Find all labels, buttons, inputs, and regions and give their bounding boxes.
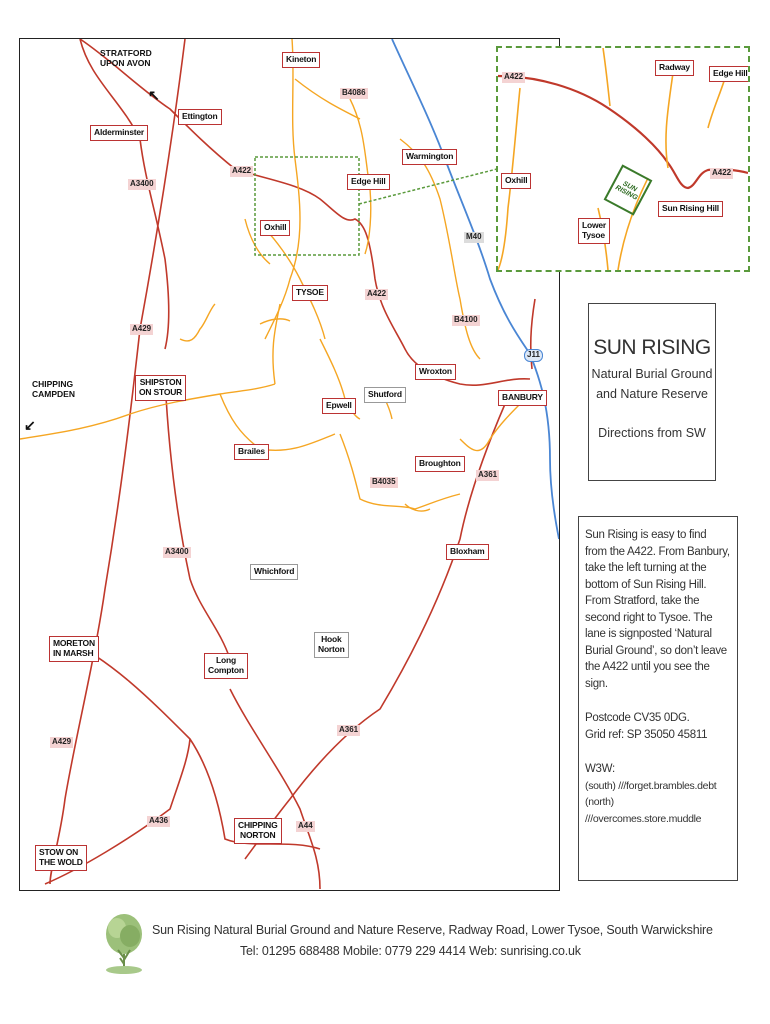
- road-b4100: B4100: [452, 315, 480, 326]
- title: SUN RISING: [593, 336, 711, 359]
- road-a44: A44: [296, 821, 315, 832]
- title-panel: SUN RISING Natural Burial Ground and Nat…: [588, 303, 716, 481]
- w3w-south: (south) ///forget.brambles.debt: [585, 779, 717, 792]
- town-oxhill: Oxhill: [260, 220, 291, 236]
- route-map: STRATFORD UPON AVON ↖ Kineton Ettington …: [19, 38, 560, 891]
- sun-rising-marker-label: SUN RISING: [614, 180, 639, 202]
- footer-contact: Tel: 01295 688488 Mobile: 0779 229 4414 …: [240, 944, 581, 958]
- town-edge-hill: Edge Hill: [347, 174, 390, 190]
- arrow-icon-campden: ↙: [24, 417, 36, 433]
- town-wroxton: Wroxton: [415, 364, 456, 380]
- road-a422-west: A422: [230, 166, 254, 177]
- road-network: [20, 39, 559, 890]
- inset-sun-rising-hill: Sun Rising Hill: [658, 201, 723, 217]
- inset-town-lower-tysoe: Lower Tysoe: [578, 218, 611, 244]
- road-a436: A436: [147, 816, 171, 827]
- inset-town-edge-hill: Edge Hill: [709, 66, 748, 82]
- w3w-label: W3W:: [585, 763, 615, 775]
- road-a3400-north: A3400: [128, 179, 156, 190]
- town-chipping-norton: CHIPPING NORTON: [234, 818, 282, 844]
- arrow-icon-stratford: ↖: [148, 87, 160, 103]
- road-a429-north: A429: [130, 324, 154, 335]
- inset-zoom-map: A422 Radway Edge Hill Oxhill A422 Sun Ri…: [496, 46, 750, 272]
- postcode: Postcode CV35 0DG.: [585, 712, 690, 724]
- town-stow-on-the-wold: STOW ON THE WOLD: [35, 845, 87, 871]
- road-a422-east: A422: [365, 289, 389, 300]
- road-a361-north: A361: [476, 470, 500, 481]
- town-ettington: Ettington: [178, 109, 222, 125]
- inset-roads: [498, 48, 748, 270]
- town-warmington: Warmington: [402, 149, 458, 165]
- road-b4086: B4086: [340, 88, 368, 99]
- town-whichford: Whichford: [250, 564, 299, 580]
- town-banbury: BANBURY: [498, 390, 547, 406]
- w3w-north: (north) ///overcomes.store.muddle: [585, 796, 702, 825]
- subtitle-line-2: and Nature Reserve: [596, 387, 708, 401]
- town-brailes: Brailes: [234, 444, 269, 460]
- tree-logo-icon: [106, 914, 142, 974]
- town-shutford: Shutford: [364, 387, 406, 403]
- inset-town-oxhill: Oxhill: [501, 173, 532, 189]
- town-shipston-on-stour: SHIPSTON ON STOUR: [135, 375, 187, 401]
- subtitle-line-1: Natural Burial Ground: [591, 367, 713, 381]
- town-epwell: Epwell: [322, 398, 356, 414]
- town-chipping-campden: CHIPPING CAMPDEN: [32, 379, 75, 400]
- inset-road-a422-east: A422: [710, 168, 734, 179]
- town-tysoe: TYSOE: [292, 285, 328, 301]
- town-moreton-in-marsh: MORETON IN MARSH: [49, 636, 99, 662]
- town-stratford-upon-avon: STRATFORD UPON AVON: [100, 48, 152, 69]
- footer-address: Sun Rising Natural Burial Ground and Nat…: [152, 923, 713, 937]
- town-kineton: Kineton: [282, 52, 321, 68]
- road-m40: M40: [464, 232, 484, 243]
- town-alderminster: Alderminster: [90, 125, 149, 141]
- road-b4035: B4035: [370, 477, 398, 488]
- grid-ref: Grid ref: SP 35050 45811: [585, 728, 708, 741]
- road-a429-south: A429: [50, 737, 74, 748]
- town-chipping-campden-label: CHIPPING CAMPDEN: [32, 379, 75, 399]
- town-broughton: Broughton: [415, 456, 465, 472]
- town-hook-norton: Hook Norton: [314, 632, 349, 658]
- town-bloxham: Bloxham: [446, 544, 489, 560]
- road-j11: J11: [524, 349, 543, 362]
- town-long-compton: Long Compton: [204, 653, 248, 679]
- town-stratford-label: STRATFORD UPON AVON: [100, 48, 152, 68]
- road-a3400-south: A3400: [163, 547, 191, 558]
- inset-town-radway: Radway: [655, 60, 694, 76]
- directions-heading: Directions from SW: [598, 426, 706, 440]
- info-panel: Sun Rising is easy to find from the A422…: [578, 516, 738, 881]
- directions-paragraph: Sun Rising is easy to find from the A422…: [585, 529, 730, 690]
- road-a361-south: A361: [337, 725, 361, 736]
- inset-road-a422-west: A422: [502, 72, 526, 83]
